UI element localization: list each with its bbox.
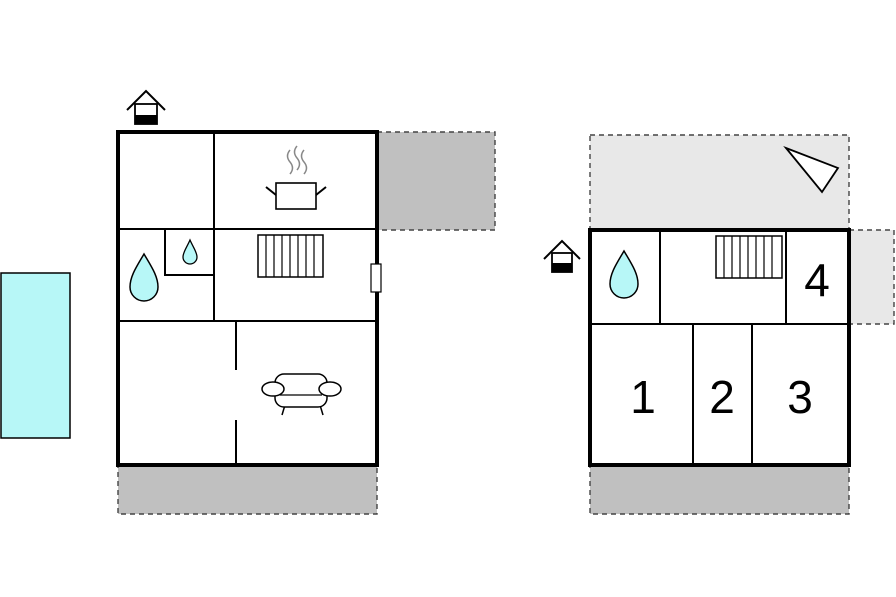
door (370, 263, 382, 293)
sofa-icon (261, 373, 342, 416)
cooking-pot-icon (265, 145, 327, 210)
open-balcony-top (589, 134, 850, 231)
room-label-4: 4 (804, 254, 830, 306)
pool (0, 272, 71, 439)
covered-terrace-bottom (117, 465, 378, 515)
room-label-2: 2 (709, 371, 735, 423)
water-drop-icon (129, 252, 159, 302)
open-balcony-right (848, 229, 895, 325)
covered-terrace-bottom-upper (589, 465, 850, 515)
first-floor: 4 1 2 3 (543, 134, 895, 515)
ground-floor (116, 89, 496, 515)
water-drop-icon (182, 238, 198, 265)
first-floor-interior-walls (590, 230, 849, 465)
room-label-3: 3 (787, 371, 813, 423)
first-floor-outline (588, 228, 851, 467)
direction-pointer-icon (783, 145, 840, 194)
ground-floor-outline (116, 130, 379, 467)
entrance-icon (126, 89, 166, 125)
water-drop-icon (609, 249, 639, 299)
radiator-icon (257, 234, 324, 278)
covered-terrace-right (376, 131, 496, 231)
radiator-icon (715, 235, 783, 279)
entrance-icon (543, 239, 581, 273)
room-label-1: 1 (630, 371, 656, 423)
ground-floor-interior-walls (118, 132, 377, 465)
